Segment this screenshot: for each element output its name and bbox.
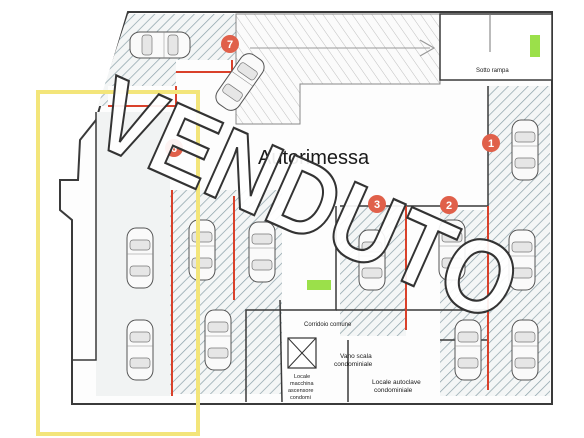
locale-macchina-label-2: macchina bbox=[290, 381, 314, 387]
area-labels: Autorimessa Sotto rampa Corridoio comune… bbox=[258, 68, 509, 401]
locale-macchina-label-3: ascensore bbox=[288, 388, 313, 394]
space-marker-7: 7 bbox=[221, 35, 239, 53]
corridoio-label: Corridoio comune bbox=[304, 322, 352, 328]
locale-macchina-label-1: Locale bbox=[294, 374, 310, 380]
locale-autoclave-label-2: condominiale bbox=[374, 387, 413, 394]
space-dividers bbox=[108, 60, 489, 396]
green-marker bbox=[530, 35, 540, 57]
svg-text:2: 2 bbox=[446, 200, 452, 212]
vano-scala-label-2: condominiale bbox=[334, 361, 373, 368]
locale-macchina-label-4: condomi bbox=[290, 395, 311, 401]
space-marker-2: 2 bbox=[440, 196, 458, 214]
green-corridor-marker bbox=[307, 280, 331, 290]
corridor-area bbox=[287, 280, 331, 369]
space-markers: 1 2 3 6 7 bbox=[165, 35, 500, 214]
vano-scala-label-1: Vano scala bbox=[340, 353, 372, 360]
room-label: Autorimessa bbox=[258, 147, 370, 169]
svg-text:3: 3 bbox=[374, 199, 380, 211]
locale-autoclave-label-1: Locale autoclave bbox=[372, 379, 421, 386]
sotto-rampa-room bbox=[439, 13, 553, 81]
highlight-frame bbox=[36, 90, 200, 436]
svg-text:1: 1 bbox=[488, 138, 494, 150]
svg-text:6: 6 bbox=[171, 143, 177, 155]
space-marker-6: 6 bbox=[165, 139, 183, 157]
svg-text:7: 7 bbox=[227, 39, 233, 51]
space-marker-1: 1 bbox=[482, 134, 500, 152]
sotto-rampa-label: Sotto rampa bbox=[476, 68, 509, 74]
space-marker-3: 3 bbox=[368, 195, 386, 213]
